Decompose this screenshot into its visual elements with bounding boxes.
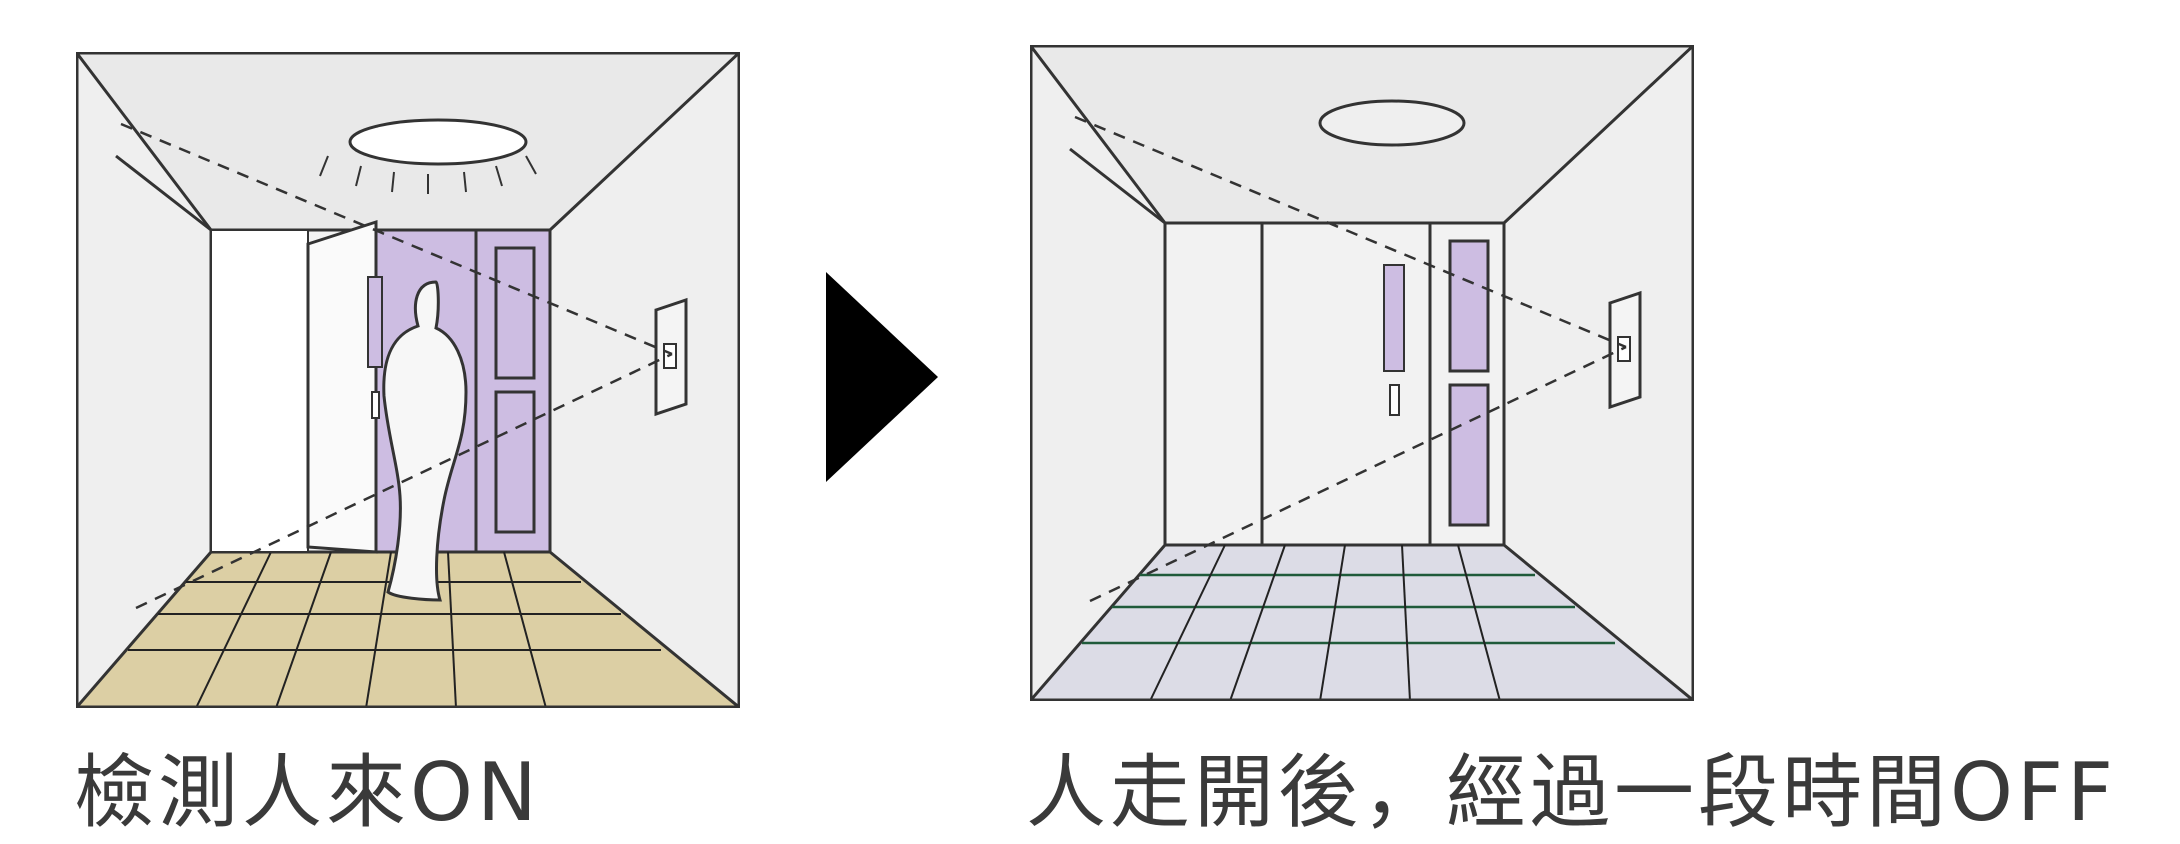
caption-off: 人走開後，經過一段時間OFF [1026, 746, 2117, 839]
ceiling-light-off [1318, 99, 1466, 147]
detection-range [1074, 115, 1627, 603]
wall-panel [1448, 239, 1490, 373]
play-triangle-icon [826, 272, 938, 482]
doorway [210, 229, 309, 553]
door-window [1383, 264, 1405, 372]
room-illustration-off [1027, 42, 1697, 704]
person-silhouette [382, 280, 468, 602]
floor-grid [128, 551, 661, 709]
room-illustration-on [73, 49, 743, 711]
light-rays [319, 155, 537, 194]
door-handle [1389, 384, 1400, 416]
open-door [306, 219, 378, 554]
detection-range [120, 122, 673, 610]
back-wall [1165, 223, 1504, 545]
scene-light-off [1027, 42, 1697, 706]
floor-grid [1082, 573, 1615, 645]
wall-panel [494, 246, 536, 380]
floor-dark [1030, 545, 1694, 701]
scene-light-on [73, 49, 743, 713]
floor-lit [76, 552, 740, 708]
caption-on: 檢測人來ON [74, 746, 541, 839]
ceiling-light-on [348, 118, 528, 166]
wall-panel [494, 390, 536, 534]
wall-panel [1448, 383, 1490, 527]
